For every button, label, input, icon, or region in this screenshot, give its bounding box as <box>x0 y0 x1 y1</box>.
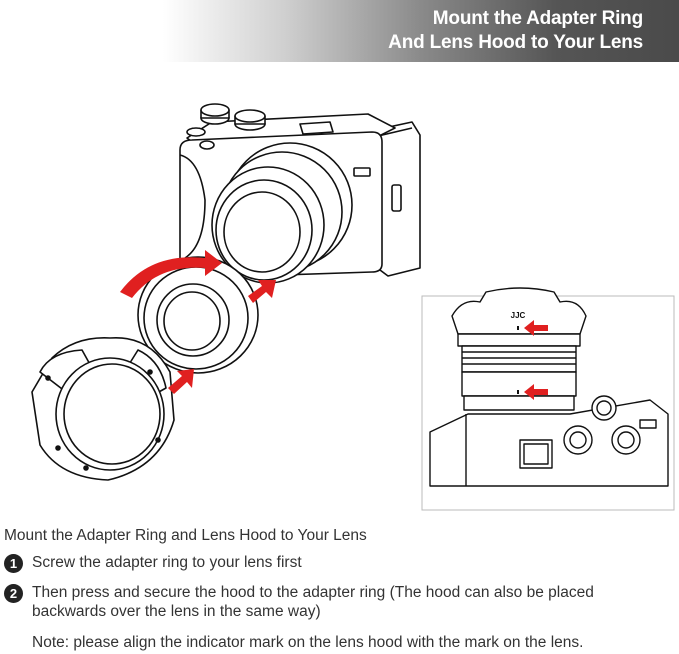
step-1: 1 Screw the adapter ring to your lens fi… <box>4 553 674 575</box>
hood-brand-label: JJC <box>511 311 526 320</box>
header-banner: Mount the Adapter Ring And Lens Hood to … <box>0 0 679 62</box>
header-title-line-2: And Lens Hood to Your Lens <box>388 31 643 55</box>
step-2: 2 Then press and secure the hood to the … <box>4 583 674 623</box>
step-2-number-badge: 2 <box>4 584 23 603</box>
step-2-text: Then press and secure the hood to the ad… <box>32 583 662 621</box>
inset-panel: JJC <box>422 288 674 510</box>
lens-hood-illustration <box>32 338 174 480</box>
step-1-number-badge: 1 <box>4 554 23 573</box>
section-caption: Mount the Adapter Ring and Lens Hood to … <box>4 527 367 545</box>
camera-illustration <box>180 104 420 283</box>
step-1-text: Screw the adapter ring to your lens firs… <box>32 553 662 572</box>
mounting-illustration: JJC <box>0 62 679 522</box>
alignment-note: Note: please align the indicator mark on… <box>32 634 583 652</box>
header-title: Mount the Adapter Ring And Lens Hood to … <box>388 7 643 55</box>
header-title-line-1: Mount the Adapter Ring <box>388 7 643 31</box>
